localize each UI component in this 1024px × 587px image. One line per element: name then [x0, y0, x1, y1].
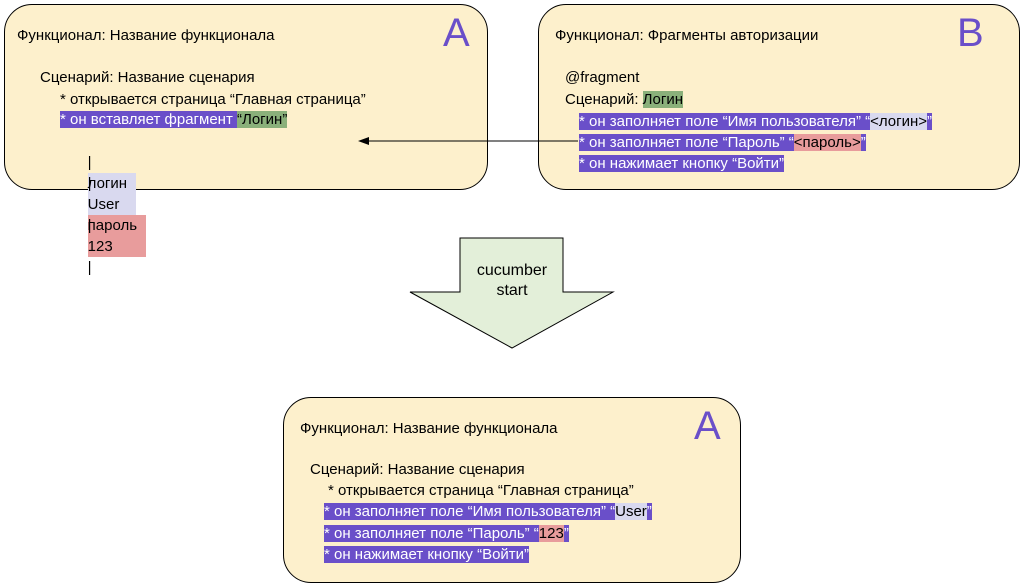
step-insert-fragment: * он вставляет фрагмент “Логин”: [60, 109, 288, 131]
table-value-password: 123: [87, 236, 146, 257]
step-fill-password: * он заполняет поле “Пароль” “123”: [324, 523, 569, 545]
step-text: * он нажимает кнопку “Войти”: [324, 546, 530, 563]
step-text: * он заполняет поле “Имя пользователя” “: [324, 503, 616, 520]
feature-letter: A: [443, 11, 470, 55]
table-value-login: User: [87, 194, 136, 215]
step-text: * он нажимает кнопку “Войти”: [579, 155, 785, 172]
table-header-row: | логин | пароль |: [71, 131, 146, 255]
cucumber-start-arrow: [409, 237, 615, 349]
param-login: <логин>: [870, 113, 928, 130]
step-click-login: * он нажимает кнопку “Войти”: [324, 544, 530, 566]
feature-header: Функционал: Название функционала: [300, 420, 558, 437]
step-fill-password: * он заполняет поле “Пароль” “<пароль>”: [579, 132, 866, 154]
step-insert-fragment-text: * он вставляет фрагмент: [60, 111, 237, 128]
table-header-password: пароль: [87, 215, 146, 236]
table-separator: |: [87, 217, 92, 234]
value-password: 123: [538, 525, 564, 542]
step-fill-username: * он заполняет поле “Имя пользователя” “…: [324, 501, 652, 523]
scenario-title: Сценарий: Название сценария: [40, 69, 255, 86]
table-separator: |: [87, 175, 92, 192]
feature-box-result: Функционал: Название функционала A Сцена…: [283, 397, 741, 583]
step-text: * он заполняет поле “Пароль” “: [579, 134, 794, 151]
step-quote: ”: [646, 503, 652, 520]
step-text: * он заполняет поле “Пароль” “: [324, 525, 539, 542]
feature-header: Функционал: Фрагменты авторизации: [555, 27, 819, 44]
scenario-title: Сценарий: Логин: [565, 89, 683, 111]
table-header-login: логин: [87, 173, 136, 194]
table-separator: |: [87, 259, 92, 276]
feature-letter: A: [694, 404, 721, 448]
fragment-tag: @fragment: [565, 69, 640, 86]
feature-header: Функционал: Название функционала: [17, 27, 275, 44]
param-password: <пароль>: [793, 134, 861, 151]
scenario-title: Сценарий: Название сценария: [310, 461, 525, 478]
fragment-name: “Логин”: [237, 111, 288, 128]
step-fill-username: * он заполняет поле “Имя пользователя” “…: [579, 111, 933, 133]
arrow-label-line1: cucumber: [476, 262, 548, 279]
step-open-page: * открывается страница “Главная страница…: [60, 91, 366, 108]
scenario-name: Логин: [642, 91, 683, 108]
feature-box-a: Функционал: Название функционала A Сцена…: [4, 4, 488, 276]
table-separator: |: [87, 154, 92, 171]
step-quote: ”: [860, 134, 866, 151]
arrow-label-line2: start: [496, 282, 528, 299]
step-text: * он заполняет поле “Имя пользователя” “: [579, 113, 871, 130]
step-open-page: * открывается страница “Главная страница…: [328, 482, 634, 499]
feature-box-b: Функционал: Фрагменты авторизации B @fra…: [538, 4, 1020, 190]
table-value-row: | User | 123 |: [71, 152, 146, 276]
feature-letter: B: [957, 11, 984, 55]
fragment-connector-arrowhead: [358, 137, 369, 145]
step-quote: ”: [927, 113, 933, 130]
step-click-login: * он нажимает кнопку “Войти”: [579, 153, 785, 175]
value-login: User: [615, 503, 647, 520]
scenario-prefix: Сценарий:: [565, 91, 643, 108]
step-quote: ”: [563, 525, 569, 542]
